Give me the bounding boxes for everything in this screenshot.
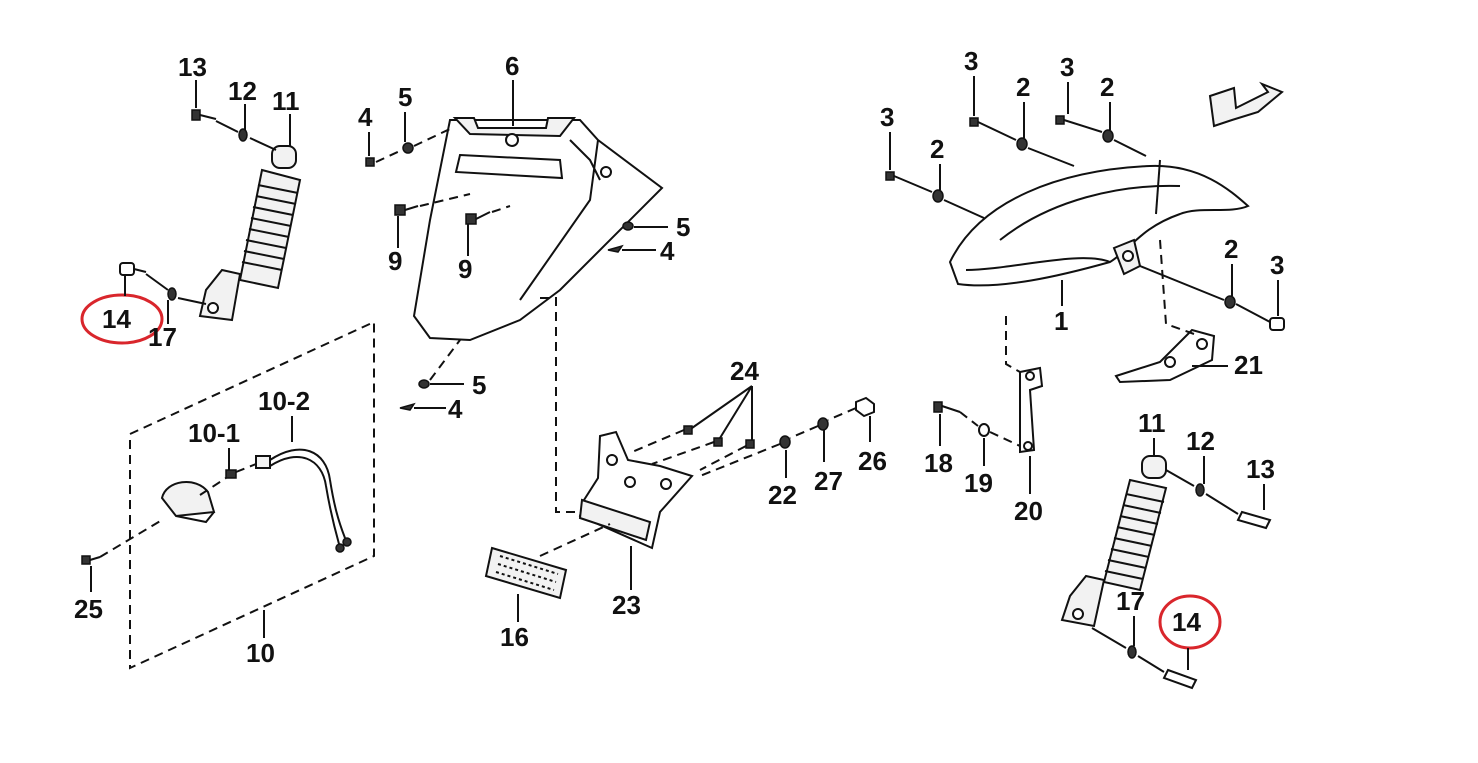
left-washer-17: [167, 287, 177, 301]
front-fender: [948, 159, 1250, 287]
label-3: 3: [880, 102, 894, 132]
label-25: 25: [74, 594, 103, 624]
label-17: 17: [1116, 586, 1145, 616]
fender-bracket-21: [1114, 328, 1216, 384]
label-9: 9: [458, 254, 472, 284]
label-13: 13: [178, 52, 207, 82]
highlight-circle-14-right: [1158, 594, 1222, 650]
highlight-circle-14-left: [80, 293, 164, 345]
left-shock-absorber: [198, 145, 302, 322]
wire-harness-10-2: [255, 448, 352, 553]
left-bolt-14: [119, 262, 147, 276]
label-4: 4: [448, 394, 463, 424]
label-17: 17: [148, 322, 177, 352]
label-27: 27: [814, 466, 843, 496]
label-3: 3: [1270, 250, 1284, 280]
label-12: 12: [1186, 426, 1215, 456]
label-2: 2: [930, 134, 944, 164]
side-reflector-10: [160, 480, 216, 524]
label-23: 23: [612, 590, 641, 620]
label-12: 12: [228, 76, 257, 106]
right-shock-absorber: [1060, 455, 1168, 628]
label-4: 4: [358, 102, 373, 132]
label-13: 13: [1246, 454, 1275, 484]
label-10-1: 10-1: [188, 418, 240, 448]
label-22: 22: [768, 480, 797, 510]
label-24: 24: [730, 356, 759, 386]
label-11: 11: [1138, 408, 1166, 438]
label-21: 21: [1234, 350, 1263, 380]
label-1: 1: [1054, 306, 1068, 336]
label-2: 2: [1100, 72, 1114, 102]
label-9: 9: [388, 246, 402, 276]
label-3: 3: [964, 46, 978, 76]
label-11: 11: [272, 86, 300, 116]
direction-arrow-icon: [1208, 81, 1284, 128]
label-6: 6: [505, 51, 519, 81]
label-26: 26: [858, 446, 887, 476]
license-plate-bracket: [578, 430, 694, 550]
label-19: 19: [964, 468, 993, 498]
rear-reflector-16: [484, 546, 568, 600]
label-2: 2: [1224, 234, 1238, 264]
label-18: 18: [924, 448, 953, 478]
label-3: 3: [1060, 52, 1074, 82]
label-20: 20: [1014, 496, 1043, 526]
rear-fender: [412, 117, 664, 342]
label-10-2: 10-2: [258, 386, 310, 416]
label-14: 14: [102, 304, 131, 334]
label-14: 14: [1172, 607, 1201, 637]
label-5: 5: [472, 370, 486, 400]
label-2: 2: [1016, 72, 1030, 102]
label-16: 16: [500, 622, 529, 652]
left-bolt-13: [191, 109, 217, 121]
left-washer-12: [238, 128, 248, 142]
label-4: 4: [660, 236, 675, 266]
fender-stay-20: [1019, 366, 1044, 454]
label-5: 5: [676, 212, 690, 242]
label-10: 10: [246, 638, 275, 668]
label-5: 5: [398, 82, 412, 112]
